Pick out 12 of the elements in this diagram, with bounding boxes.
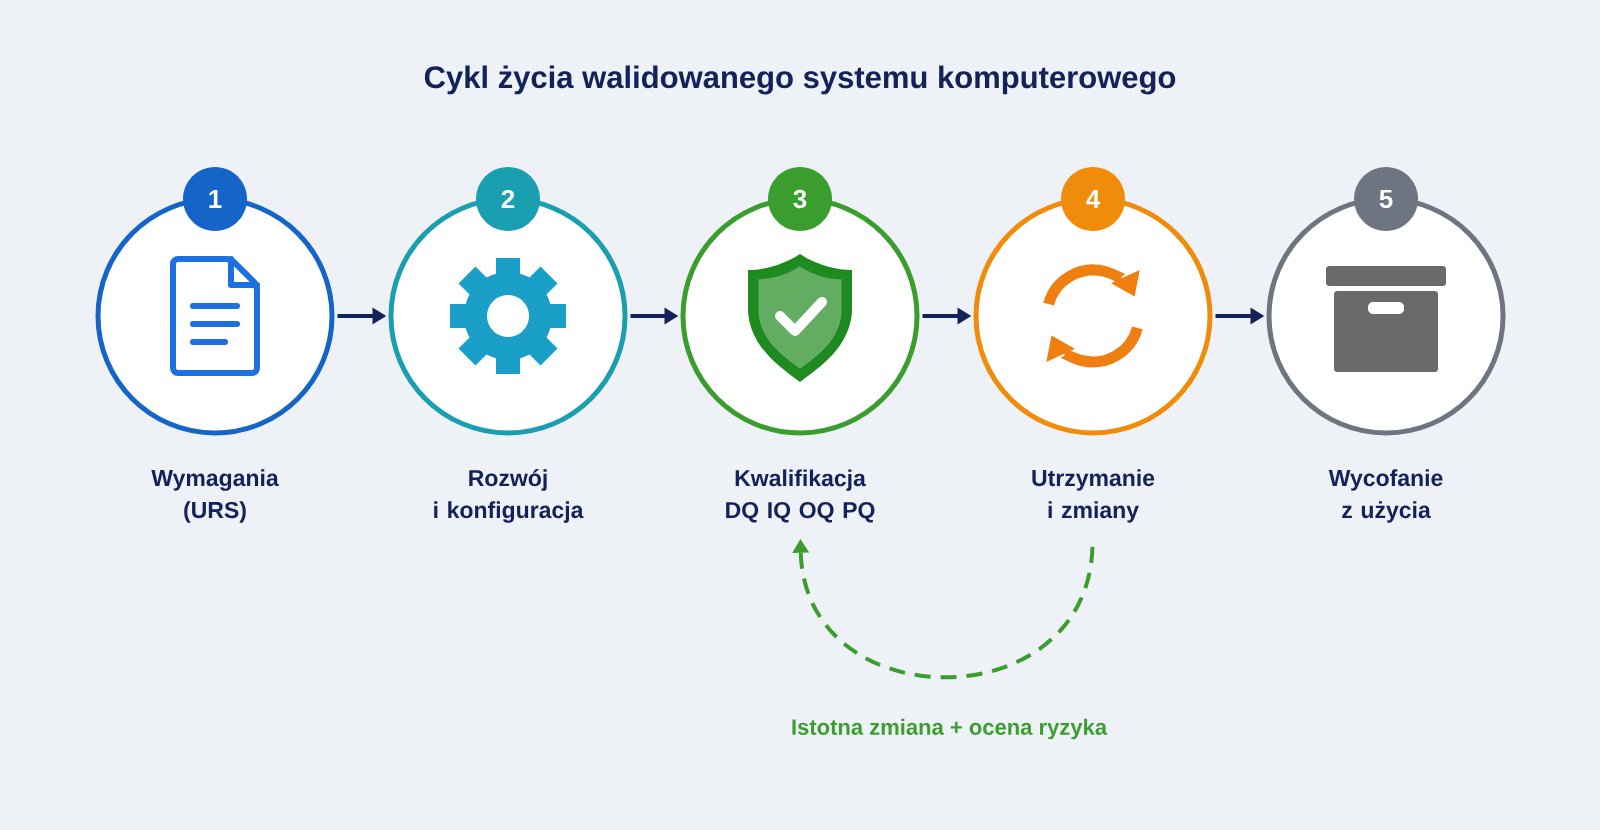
number-badge: 4 bbox=[1061, 167, 1125, 231]
step-label: Utrzymanie i zmiany bbox=[1032, 469, 1155, 523]
step-label: Wycofanie z użycia bbox=[1328, 469, 1443, 523]
title: Cykl życia walidowanego systemu komputerowego bbox=[424, 65, 1176, 95]
step-label: Kwalifikacja DQ IQ OQ PQ bbox=[726, 469, 875, 523]
step-label: Wymagania (URS) bbox=[151, 469, 279, 523]
step-label: Rozwój i konfiguracja bbox=[434, 469, 584, 523]
number-badge: 2 bbox=[476, 167, 540, 231]
number-badge: 5 bbox=[1354, 167, 1418, 231]
number-badge: 3 bbox=[768, 167, 832, 231]
number-badge: 1 bbox=[183, 167, 247, 231]
edge-label: Istotna zmiana + ocena ryzyka bbox=[787, 715, 1111, 743]
